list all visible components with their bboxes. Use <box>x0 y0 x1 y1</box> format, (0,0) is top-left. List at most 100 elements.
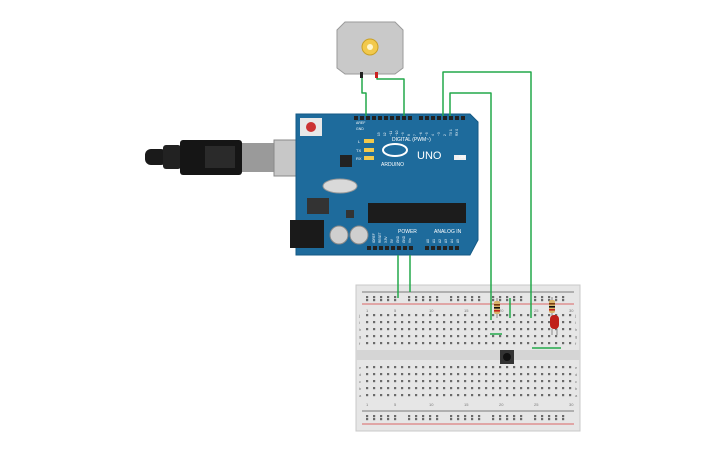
bb-rail-hole[interactable] <box>422 418 425 421</box>
bb-hole[interactable] <box>415 328 418 331</box>
bb-hole[interactable] <box>506 335 509 338</box>
bb-hole[interactable] <box>387 394 390 397</box>
bb-hole[interactable] <box>548 380 551 383</box>
bb-hole[interactable] <box>534 335 537 338</box>
bb-hole[interactable] <box>422 380 425 383</box>
wire-pin2-button[interactable] <box>449 92 492 320</box>
red-led[interactable] <box>550 315 559 335</box>
bb-hole[interactable] <box>401 366 404 369</box>
power-pin-socket[interactable] <box>397 246 401 250</box>
bb-hole[interactable] <box>471 366 474 369</box>
bb-hole[interactable] <box>366 387 369 390</box>
bb-rail-hole[interactable] <box>492 415 495 418</box>
bb-hole[interactable] <box>408 380 411 383</box>
digital-pin-socket[interactable] <box>354 116 358 120</box>
bb-hole[interactable] <box>555 314 558 317</box>
bb-hole[interactable] <box>562 328 565 331</box>
bb-hole[interactable] <box>429 394 432 397</box>
power-pin-socket[interactable] <box>403 246 407 250</box>
bb-hole[interactable] <box>443 366 446 369</box>
analog-pin-socket[interactable] <box>425 246 429 250</box>
bb-rail-hole[interactable] <box>548 299 551 302</box>
bb-hole[interactable] <box>366 342 369 345</box>
bb-hole[interactable] <box>569 314 572 317</box>
bb-hole[interactable] <box>373 366 376 369</box>
bb-hole[interactable] <box>548 366 551 369</box>
bb-hole[interactable] <box>562 387 565 390</box>
bb-rail-hole[interactable] <box>513 296 516 299</box>
bb-hole[interactable] <box>450 342 453 345</box>
bb-hole[interactable] <box>520 342 523 345</box>
bb-hole[interactable] <box>534 321 537 324</box>
bb-hole[interactable] <box>506 380 509 383</box>
bb-hole[interactable] <box>506 366 509 369</box>
bb-hole[interactable] <box>492 394 495 397</box>
bb-hole[interactable] <box>429 373 432 376</box>
bb-hole[interactable] <box>450 373 453 376</box>
bb-hole[interactable] <box>562 394 565 397</box>
power-pin-socket[interactable] <box>379 246 383 250</box>
bb-rail-hole[interactable] <box>450 415 453 418</box>
bb-rail-hole[interactable] <box>457 299 460 302</box>
bb-hole[interactable] <box>562 380 565 383</box>
bb-hole[interactable] <box>513 328 516 331</box>
bb-hole[interactable] <box>436 394 439 397</box>
bb-hole[interactable] <box>443 373 446 376</box>
bb-hole[interactable] <box>457 321 460 324</box>
power-pin-socket[interactable] <box>385 246 389 250</box>
bb-hole[interactable] <box>499 321 502 324</box>
bb-hole[interactable] <box>408 328 411 331</box>
bb-hole[interactable] <box>443 394 446 397</box>
bb-hole[interactable] <box>471 380 474 383</box>
bb-hole[interactable] <box>569 321 572 324</box>
bb-hole[interactable] <box>478 394 481 397</box>
bb-rail-hole[interactable] <box>555 299 558 302</box>
bb-hole[interactable] <box>422 394 425 397</box>
bb-hole[interactable] <box>485 342 488 345</box>
bb-hole[interactable] <box>457 342 460 345</box>
bb-rail-hole[interactable] <box>499 296 502 299</box>
bb-hole[interactable] <box>408 394 411 397</box>
bb-rail-hole[interactable] <box>464 415 467 418</box>
bb-rail-hole[interactable] <box>429 418 432 421</box>
bb-hole[interactable] <box>485 314 488 317</box>
bb-hole[interactable] <box>485 387 488 390</box>
digital-pin-socket[interactable] <box>384 116 388 120</box>
bb-hole[interactable] <box>457 335 460 338</box>
bb-hole[interactable] <box>394 394 397 397</box>
digital-pin-socket[interactable] <box>366 116 370 120</box>
bb-rail-hole[interactable] <box>506 418 509 421</box>
bb-hole[interactable] <box>534 387 537 390</box>
bb-hole[interactable] <box>541 366 544 369</box>
bb-hole[interactable] <box>520 314 523 317</box>
bb-hole[interactable] <box>555 328 558 331</box>
bb-hole[interactable] <box>548 373 551 376</box>
bb-hole[interactable] <box>506 394 509 397</box>
resistor-1[interactable] <box>494 298 500 318</box>
bb-hole[interactable] <box>387 328 390 331</box>
bb-hole[interactable] <box>527 314 530 317</box>
bb-hole[interactable] <box>492 366 495 369</box>
power-pin-socket[interactable] <box>391 246 395 250</box>
bb-hole[interactable] <box>534 373 537 376</box>
bb-hole[interactable] <box>548 328 551 331</box>
bb-rail-hole[interactable] <box>394 415 397 418</box>
bb-hole[interactable] <box>457 380 460 383</box>
bb-hole[interactable] <box>387 373 390 376</box>
bb-hole[interactable] <box>471 342 474 345</box>
bb-hole[interactable] <box>394 314 397 317</box>
bb-hole[interactable] <box>415 335 418 338</box>
bb-hole[interactable] <box>471 394 474 397</box>
bb-hole[interactable] <box>513 321 516 324</box>
bb-hole[interactable] <box>380 342 383 345</box>
bb-hole[interactable] <box>485 373 488 376</box>
bb-hole[interactable] <box>429 342 432 345</box>
bb-rail-hole[interactable] <box>373 296 376 299</box>
bb-hole[interactable] <box>415 314 418 317</box>
bb-hole[interactable] <box>415 394 418 397</box>
bb-hole[interactable] <box>541 342 544 345</box>
bb-hole[interactable] <box>422 321 425 324</box>
bb-hole[interactable] <box>464 373 467 376</box>
bb-hole[interactable] <box>380 321 383 324</box>
